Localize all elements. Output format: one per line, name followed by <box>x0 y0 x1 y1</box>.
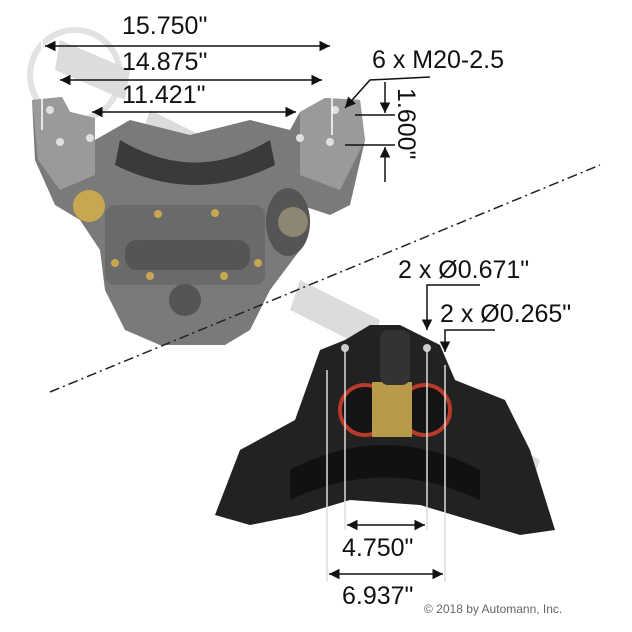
dim-thread-callout: 6 x M20-2.5 <box>372 46 504 74</box>
dim-overall-width: 15.750" <box>122 12 207 40</box>
copyright-notice: © 2018 by Automann, Inc. <box>424 602 562 616</box>
dim-outer-span: 6.937" <box>342 582 413 610</box>
dim-bolt-span-inner: 11.421" <box>122 81 205 109</box>
caliper-top-image <box>32 97 365 345</box>
dim-bolt-span-outer: 14.875" <box>122 48 207 76</box>
dim-bolt-vertical: 1.600" <box>392 88 420 159</box>
divider-line <box>49 164 601 393</box>
dim-inner-span: 4.750" <box>342 534 413 562</box>
dim-hole-small: 2 x Ø0.265" <box>440 300 571 328</box>
dimension-lines <box>41 36 495 582</box>
caliper-bottom-image <box>215 325 555 535</box>
dim-hole-large: 2 x Ø0.671" <box>398 256 529 284</box>
